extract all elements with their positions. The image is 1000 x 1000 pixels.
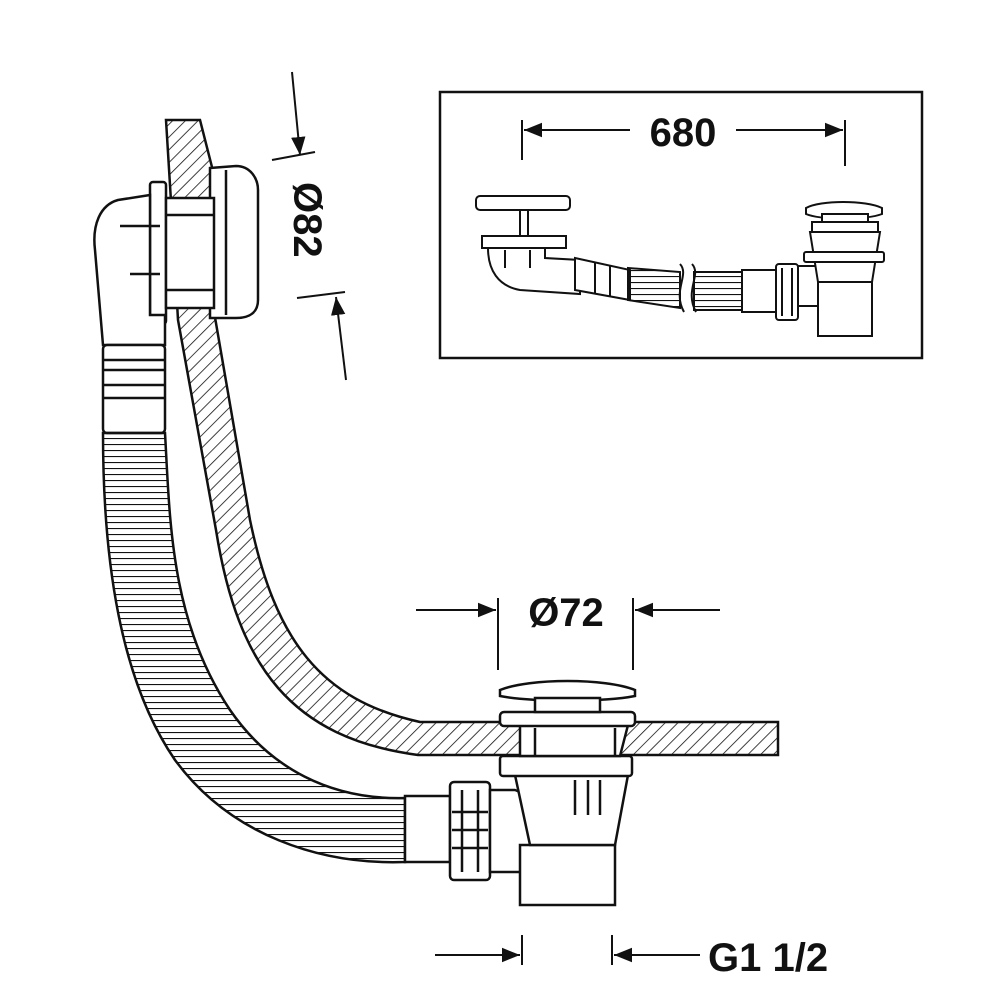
thread-label: G1 1/2 (708, 936, 828, 980)
dimension-total-length (521, 120, 846, 166)
inset-assembly (475, 195, 885, 337)
waste-plug-cap (498, 679, 637, 702)
overflow-diameter-label: Ø82 (285, 182, 329, 258)
total-length-label: 680 (650, 111, 717, 155)
waste-lock-nut (498, 754, 634, 778)
overflow-head (93, 164, 260, 347)
tub-wall-section (164, 118, 780, 757)
waste-connector (403, 780, 537, 882)
waste-body (498, 679, 637, 907)
dimension-overflow-diameter (271, 71, 347, 381)
waste-lower-body (518, 843, 617, 907)
overflow-flange (148, 180, 168, 326)
overflow-cover (208, 164, 260, 320)
overflow-coupler (101, 343, 167, 435)
waste-flange (498, 710, 637, 728)
dimension-thread (435, 935, 700, 965)
dimension-waste-diameter (416, 598, 720, 670)
overflow-elbow (93, 193, 167, 347)
waste-diameter-label: Ø72 (528, 591, 604, 635)
